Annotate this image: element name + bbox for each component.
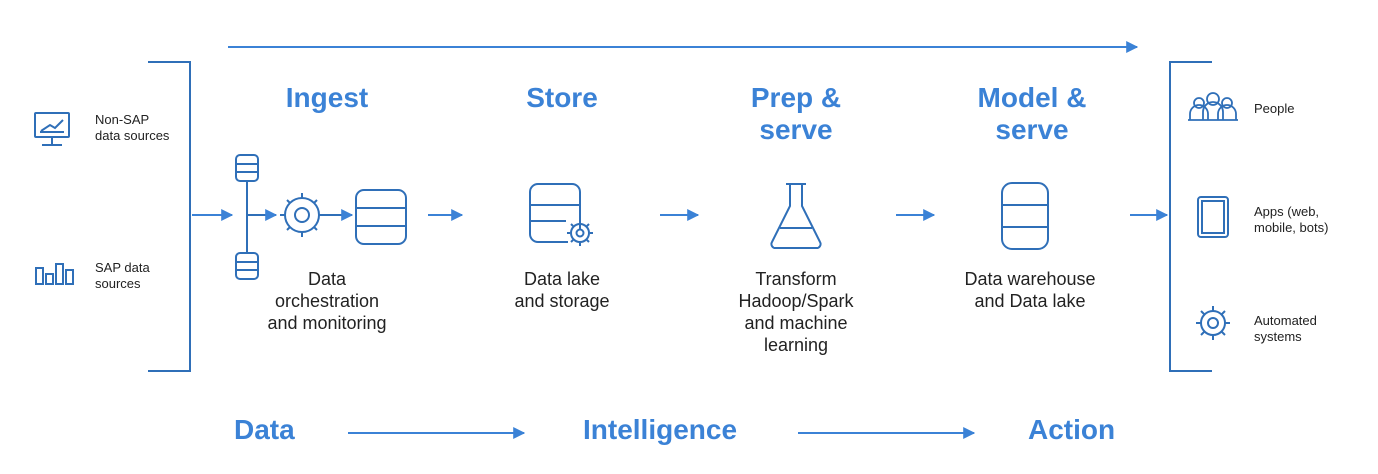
pipeline-gear-database-icon [235, 154, 407, 280]
flow-label-intelligence: Intelligence [583, 414, 738, 445]
gear-icon [1196, 306, 1230, 340]
database-gear-icon [529, 183, 593, 246]
stage-caption-prep-serve: Transform Hadoop/Spark and machine learn… [738, 269, 854, 355]
stage-caption-store: Data lake and storage [514, 269, 610, 311]
monitor-chart-icon [34, 112, 70, 146]
consumers-bracket [1169, 61, 1212, 372]
stage-caption-ingest: Data orchestration and monitoring [267, 269, 387, 333]
stage-title-prep-serve: Prep & serve [750, 82, 842, 145]
stage-caption-model-serve: Data warehouse and Data lake [964, 269, 1096, 311]
flask-icon [770, 183, 822, 250]
stage-title-model-serve: Model & serve [977, 82, 1087, 145]
database-icon [1001, 182, 1049, 250]
people-icon [1188, 92, 1238, 121]
consumer-label-automated: Automated systems [1254, 313, 1317, 344]
flow-label-data: Data [234, 414, 295, 445]
consumer-label-apps: Apps (web, mobile, bots) [1254, 204, 1329, 235]
flow-label-action: Action [1028, 414, 1116, 445]
sources-bracket [148, 61, 191, 372]
consumer-label-people: People [1254, 101, 1295, 116]
bar-chart-icon [35, 263, 74, 285]
stage-title-ingest: Ingest [285, 82, 369, 113]
source-label-sap: SAP data sources [95, 260, 150, 291]
source-label-non-sap: Non-SAP data sources [95, 112, 170, 143]
tablet-icon [1197, 196, 1229, 238]
stage-title-store: Store [526, 82, 598, 113]
